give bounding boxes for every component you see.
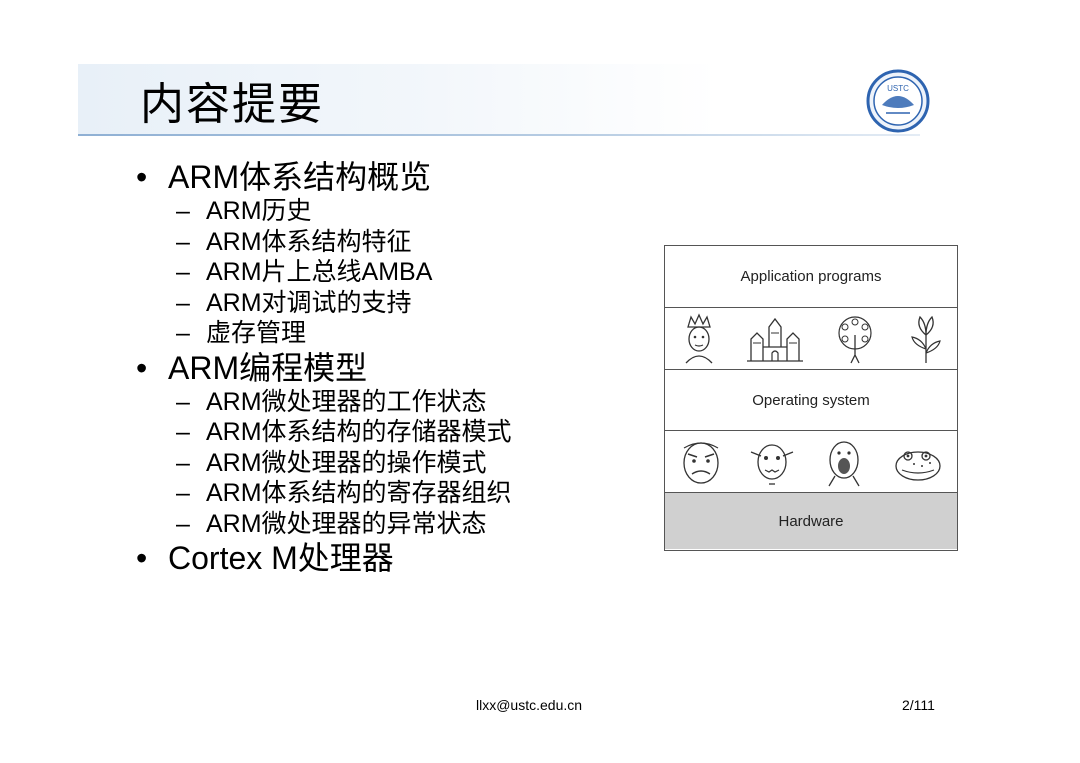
item-label: ARM对调试的支持	[206, 288, 412, 317]
application-icons-row	[665, 308, 957, 370]
angry-face-icon	[683, 441, 719, 484]
outline-item: –ARM历史	[176, 197, 312, 225]
toad-icon	[895, 450, 941, 481]
item-label: ARM微处理器的操作模式	[206, 448, 487, 477]
flower-icon	[910, 315, 941, 363]
title-underline	[78, 134, 920, 136]
title-band	[78, 64, 878, 134]
item-label: ARM片上总线AMBA	[206, 258, 433, 286]
goblin-face-icon	[751, 443, 794, 485]
bullet-dot: •	[136, 540, 148, 576]
outline-section: • ARM编程模型	[136, 349, 512, 387]
bullet-dot: •	[136, 159, 148, 195]
outline-item: –ARM体系结构的寄存器组织	[176, 479, 512, 507]
outline-section: • ARM体系结构概览	[136, 158, 512, 196]
item-label: ARM微处理器的异常状态	[206, 509, 487, 538]
item-label: 虚存管理	[206, 319, 307, 347]
layer-label: Operating system	[752, 391, 870, 409]
logo-text: USTC	[887, 84, 909, 93]
section-label: ARM编程模型	[168, 349, 368, 386]
item-label: ARM微处理器的工作状态	[206, 387, 487, 416]
outline-item: –ARM微处理器的工作状态	[176, 387, 487, 416]
section-label: ARM体系结构概览	[168, 159, 432, 195]
page-number: 2/111	[902, 697, 935, 713]
screaming-face-icon	[828, 440, 860, 486]
layer-label: Hardware	[778, 512, 844, 530]
bullet-dot: •	[136, 349, 148, 386]
item-label: ARM历史	[206, 197, 312, 225]
outline-item: –ARM对调试的支持	[176, 288, 412, 317]
ustc-logo: USTC	[866, 69, 930, 133]
peacock-icon	[838, 315, 872, 363]
outline-item: –ARM微处理器的异常状态	[176, 509, 487, 538]
layer-application-programs: Application programs	[665, 246, 957, 308]
outline-section: • Cortex M处理器	[136, 539, 512, 577]
footer-email: llxx@ustc.edu.cn	[476, 697, 583, 713]
outline-item: –ARM体系结构特征	[176, 227, 412, 256]
slide-outline: • ARM体系结构概览 –ARM历史 –ARM体系结构特征 –ARM片上总线AMB…	[136, 158, 512, 577]
layer-operating-system: Operating system	[665, 370, 957, 431]
item-label: ARM体系结构特征	[206, 227, 412, 256]
item-label: ARM体系结构的寄存器组织	[206, 479, 512, 507]
castle-icon	[746, 317, 803, 362]
slide-title: 内容提要	[140, 79, 324, 130]
user-faces-row	[665, 431, 957, 493]
outline-item: –ARM微处理器的操作模式	[176, 448, 487, 477]
outline-item: –ARM片上总线AMBA	[176, 258, 433, 286]
item-label: ARM体系结构的存储器模式	[206, 418, 512, 446]
outline-item: –ARM体系结构的存储器模式	[176, 418, 512, 446]
layer-hardware: Hardware	[665, 493, 957, 549]
layer-label: Application programs	[740, 268, 882, 285]
crowned-figure-icon	[685, 312, 713, 363]
section-label: Cortex M处理器	[168, 540, 394, 576]
os-layers-diagram: Application programs Oper	[664, 245, 958, 551]
outline-item: –虚存管理	[176, 319, 307, 347]
